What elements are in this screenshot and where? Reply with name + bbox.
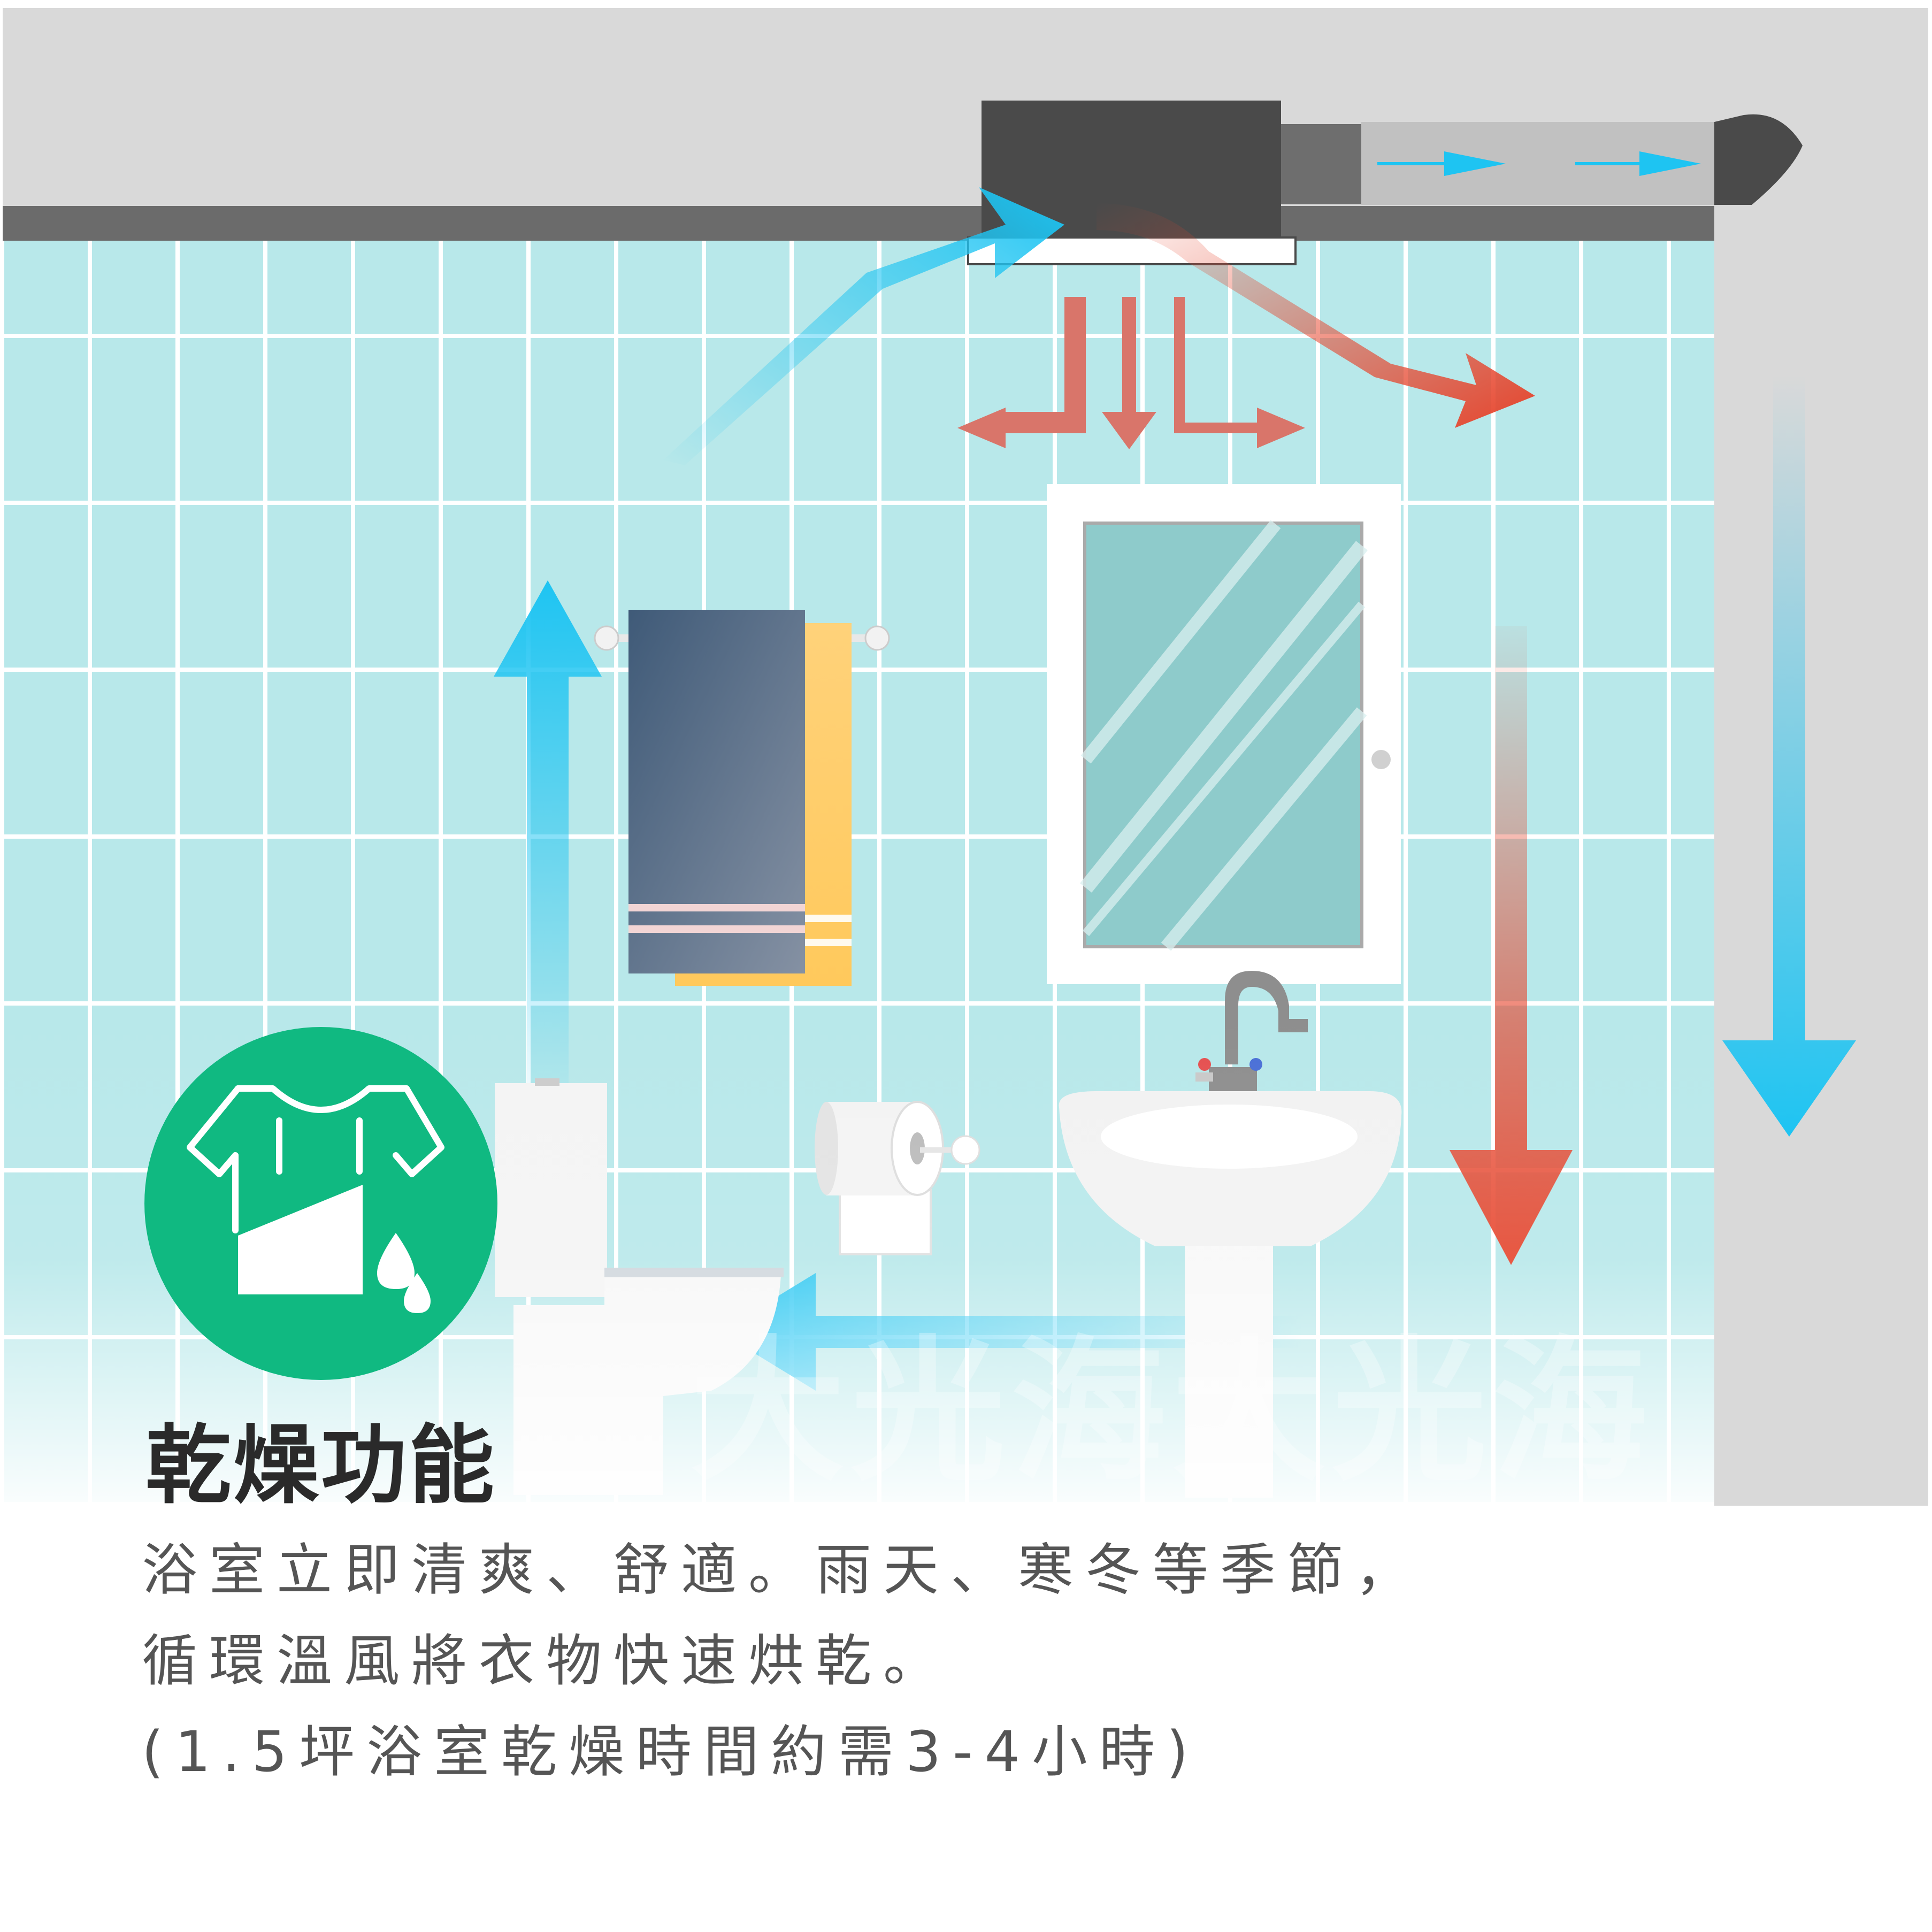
ceiling-beam: [3, 206, 1714, 241]
towel-bar-knob-left: [594, 625, 619, 651]
exhaust-connector: [1281, 124, 1361, 204]
watermark: 大光海大光海: [690, 1322, 1653, 1502]
duct-arrow-1: [1377, 151, 1506, 176]
cabinet-knob: [1371, 750, 1391, 769]
duct-outlet: [1714, 114, 1803, 205]
duct-arrow-2: [1575, 151, 1701, 176]
cool-air-intake-arrow: [663, 187, 1064, 465]
warm-air-down-arrow: [1450, 626, 1573, 1265]
shirt-drying-icon: [187, 1085, 444, 1233]
shirt-wet-area: [238, 1185, 363, 1294]
warm-air-diagonal-arrow: [1097, 203, 1535, 428]
cool-air-up-arrow: [494, 580, 602, 1123]
cool-air-down-arrow: [1722, 374, 1856, 1137]
mirror-shine: [1080, 520, 1368, 951]
feature-title: 乾燥功能: [145, 1415, 497, 1515]
description-line-2: 循環溫風將衣物快速烘乾。: [142, 1628, 951, 1693]
warm-air-spread-arrows: [957, 297, 1305, 449]
description-line-1: 浴室立即清爽、舒適。雨天、寒冬等季節，: [142, 1537, 1423, 1603]
description-line-3: (1.5坪浴室乾燥時間約需3-4小時): [142, 1719, 1200, 1784]
side-wall: [1714, 206, 1928, 1506]
towel-bar-knob-right: [864, 625, 890, 651]
blue-towel: [628, 610, 805, 973]
feature-description: 浴室立即清爽、舒適。雨天、寒冬等季節， 循環溫風將衣物快速烘乾。 (1.5坪浴室…: [142, 1524, 1422, 1797]
water-drop-large: [377, 1233, 415, 1289]
water-drop-small: [404, 1273, 431, 1313]
